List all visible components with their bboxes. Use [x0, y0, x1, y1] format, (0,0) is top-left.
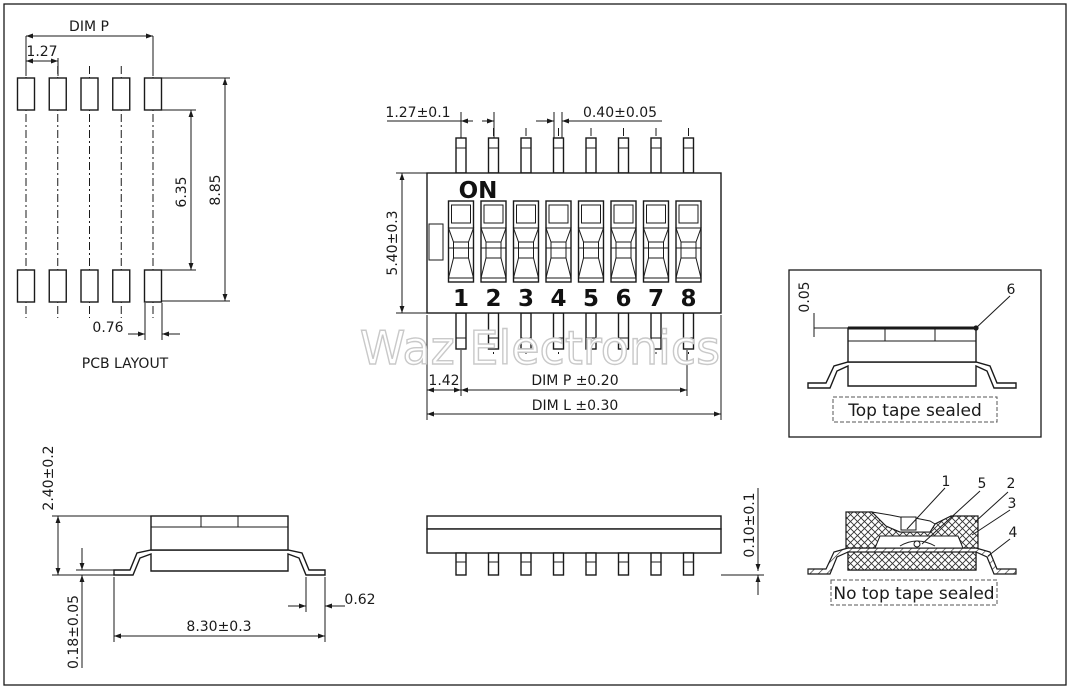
switch-actuator-2[interactable]: [480, 200, 507, 283]
switch-number-6: 6: [615, 286, 631, 312]
pcb-pad: [48, 269, 67, 303]
top-tape-sealed-view: 6 0.05 Top tape sealed: [788, 269, 1042, 438]
switch-number-2: 2: [485, 286, 501, 312]
pcb-pad: [80, 77, 99, 111]
pcb-pads: [16, 66, 163, 318]
pcb-pad: [112, 269, 131, 303]
switch-actuator-6[interactable]: [610, 200, 637, 283]
switch-actuator-5[interactable]: [577, 200, 605, 283]
top-body-height-label: 5.40±0.3: [385, 210, 401, 275]
on-label: ON: [459, 178, 498, 204]
front-view: 0.10±0.1: [426, 488, 764, 595]
sheet-border: [3, 3, 1067, 686]
switch-actuator-8[interactable]: [675, 200, 702, 283]
pcb-pad: [143, 269, 163, 303]
switch-number-4: 4: [550, 286, 566, 312]
pcb-row-inner-label: 6.35: [174, 176, 190, 207]
top-pitch-label: 1.27±0.1: [385, 105, 450, 121]
pcb-pad-width-label: 0.76: [92, 320, 123, 336]
pcb-layout-caption: PCB LAYOUT: [82, 356, 169, 372]
front-pin: [455, 552, 467, 576]
top-dim-p-label: DIM P ±0.20: [531, 373, 618, 389]
front-flatness-label: 0.10±0.1: [742, 492, 758, 557]
front-pin: [682, 552, 695, 576]
switch-number-1: 1: [453, 286, 469, 312]
pcb-pad: [143, 77, 163, 111]
pin-top: [617, 137, 630, 174]
front-pin: [585, 552, 597, 576]
no-tape-caption: No top tape sealed: [833, 584, 994, 604]
top-tape-sealed-caption: Top tape sealed: [847, 401, 982, 421]
pin-top: [487, 137, 500, 174]
switch-actuator-4[interactable]: [545, 200, 572, 283]
body-notch: [428, 223, 444, 261]
no-tape-section-view: 1 5 2 3 4 No top tape sealed: [807, 474, 1018, 606]
pin-top: [585, 137, 597, 174]
pcb-pad: [80, 269, 99, 303]
side-foot-label: 0.62: [344, 592, 375, 608]
pin-top: [520, 137, 532, 174]
switch-actuator-3[interactable]: [512, 200, 540, 283]
pcb-pad: [48, 77, 67, 111]
switch-actuator-7[interactable]: [642, 200, 670, 283]
top-pin-width-label: 0.40±0.05: [583, 105, 657, 121]
switch-number-3: 3: [518, 286, 534, 312]
no-tape-callout-1: 1: [942, 474, 951, 490]
side-height-label: 2.40±0.2: [41, 445, 57, 510]
front-pin: [650, 552, 662, 576]
no-tape-callout-4: 4: [1009, 525, 1018, 541]
pcb-layout-view: DIM P 1.27 6.35 8.85 0.76 PCB LAYOUT: [16, 19, 230, 372]
pin-top: [650, 137, 662, 174]
watermark: Waz Electronics: [360, 321, 720, 375]
top-pins: [455, 128, 695, 354]
front-pin: [520, 552, 532, 576]
side-view: 2.40±0.2 0.18±0.05 8.30±0.3 0.62: [41, 445, 376, 669]
tape-sealed-frame: [788, 269, 1042, 438]
front-pin: [617, 552, 630, 576]
switch-number-5: 5: [583, 286, 599, 312]
switch-body: [426, 172, 722, 314]
front-pins: [455, 552, 695, 576]
no-tape-callout-5: 5: [978, 476, 987, 492]
switch-number-8: 8: [680, 286, 696, 312]
pin-top: [552, 137, 565, 174]
pcb-pad: [112, 77, 131, 111]
pcb-pitch-label: 1.27: [26, 44, 57, 60]
front-pin: [552, 552, 565, 576]
pcb-row-outer-label: 8.85: [208, 174, 224, 205]
front-pin: [487, 552, 500, 576]
no-tape-callout-3: 3: [1008, 496, 1017, 512]
side-standoff-label: 0.18±0.05: [66, 595, 82, 669]
side-span-label: 8.30±0.3: [186, 619, 251, 635]
switch-actuator-1[interactable]: [447, 200, 475, 283]
top-edge-offset-label: 1.42: [428, 373, 459, 389]
no-tape-callout-2: 2: [1007, 476, 1016, 492]
pin-top: [455, 137, 467, 174]
switch-number-7: 7: [648, 286, 664, 312]
tape-callout-6: 6: [1007, 282, 1016, 298]
pcb-pad: [16, 269, 36, 303]
pin-top: [682, 137, 695, 174]
pcb-dim-p-label: DIM P: [69, 19, 109, 35]
tape-thickness-label: 0.05: [797, 281, 813, 312]
pcb-pad: [16, 77, 36, 111]
top-dim-l-label: DIM L ±0.30: [532, 398, 619, 414]
